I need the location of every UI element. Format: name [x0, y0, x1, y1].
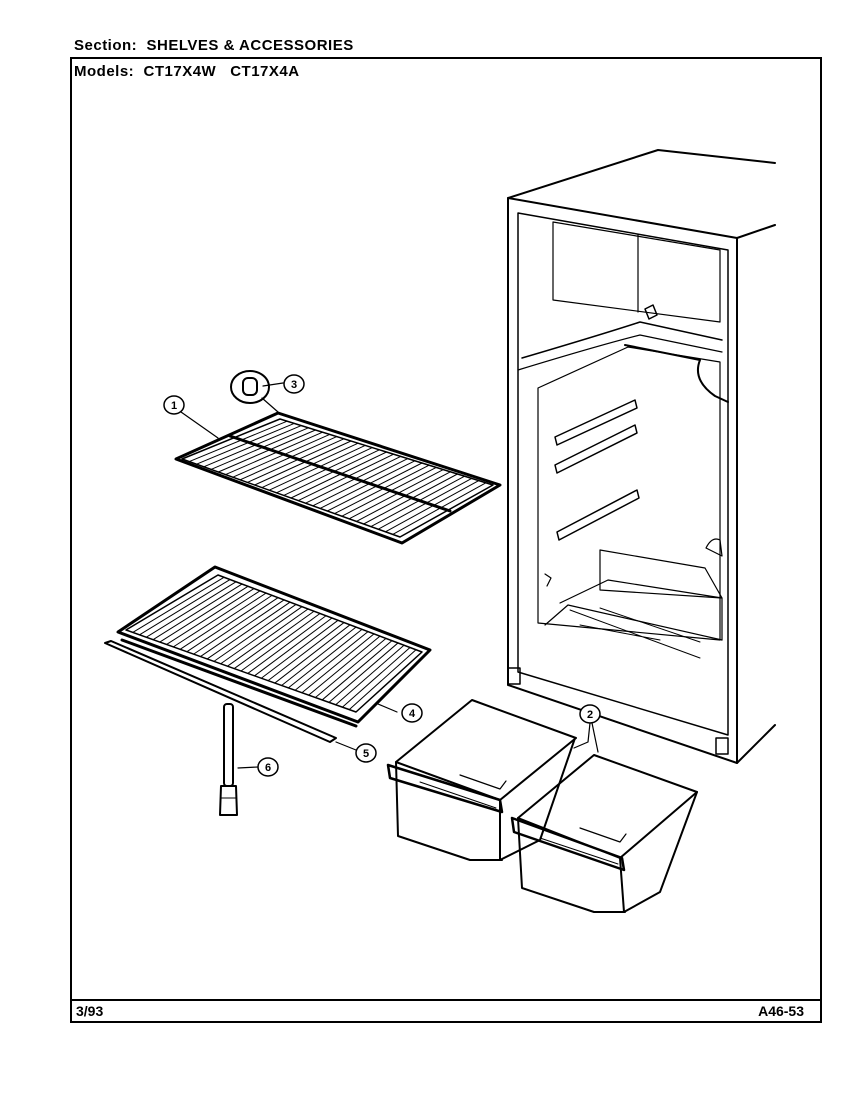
shelf-wire	[334, 464, 430, 515]
shelf-wire	[384, 480, 480, 533]
shelf-wire	[210, 427, 309, 470]
shelf-wire	[217, 429, 316, 473]
callout-circle	[283, 374, 305, 394]
shelf-wire	[274, 624, 351, 684]
shelf-wire	[199, 599, 285, 658]
refrigerator-cabinet	[507, 149, 776, 764]
callout-label-4: 4	[409, 708, 416, 720]
diagram-frame	[70, 57, 822, 1023]
shelf-wire	[321, 640, 393, 701]
shelf-wire	[186, 594, 273, 653]
shelf-wire	[132, 576, 225, 633]
shelf-wire	[370, 475, 466, 528]
shelf-wire	[283, 449, 380, 496]
shelf-wire	[312, 458, 409, 507]
shelf-wire	[232, 433, 331, 478]
shelf-wire	[377, 477, 473, 530]
shelf-wire	[193, 597, 279, 655]
shelf-wire	[348, 649, 417, 711]
footer-divider	[70, 999, 822, 1001]
shelf-wire	[220, 606, 303, 665]
shelf-wire	[314, 637, 387, 699]
shelf-wire	[247, 615, 327, 674]
section-heading: Section: SHELVES & ACCESSORIES	[74, 37, 354, 54]
shelf-wire	[267, 622, 345, 682]
shelf-wire	[290, 451, 387, 499]
shelf-wire	[268, 444, 366, 491]
crisper-pan-right	[510, 754, 698, 913]
shelf-wire	[188, 420, 288, 463]
callout-label-2: 2	[587, 709, 593, 721]
shelf-wire	[281, 626, 357, 686]
callout-label-1: 1	[171, 400, 177, 412]
shelf-wire	[233, 610, 315, 670]
shelf-wire	[166, 588, 255, 645]
shelf-wire	[246, 438, 345, 483]
shelf-wire	[326, 462, 423, 512]
callout-circle	[257, 757, 279, 777]
shelf-wire	[226, 608, 309, 667]
shelf-wire	[341, 646, 411, 708]
section-label: Section:	[74, 37, 138, 54]
shelf-wire	[254, 440, 352, 486]
shelf-wire	[294, 631, 369, 691]
callout-circle	[579, 704, 601, 724]
shelf-wire	[363, 473, 458, 525]
callout-label-5: 5	[363, 748, 369, 760]
shelf-wire	[328, 642, 399, 703]
shelf-wire	[196, 422, 295, 465]
shelf-wire	[355, 471, 451, 522]
shelf-wire	[240, 613, 321, 672]
shelf-wire	[287, 628, 363, 689]
shelf-wire	[319, 460, 416, 509]
models-value: CT17X4W CT17X4A	[143, 63, 300, 80]
shelf-wire	[297, 453, 395, 502]
shelf-wire	[225, 431, 324, 476]
shelf-wire	[335, 644, 405, 706]
shelf-wire	[172, 590, 261, 648]
shelf-wire	[239, 436, 338, 481]
shelf-wire	[301, 633, 375, 694]
shelf-wire	[275, 447, 373, 494]
models-label: Models:	[74, 63, 135, 80]
page-code: A46-53	[758, 1003, 804, 1019]
callout-leaders	[180, 382, 599, 769]
crisper-cover-part	[116, 565, 432, 728]
shelf-wire	[139, 579, 231, 636]
shelf-wire	[254, 617, 333, 677]
shelf-wire	[179, 592, 267, 650]
shelf-wire	[305, 455, 402, 504]
shelf-wire	[203, 425, 302, 468]
section-value: SHELVES & ACCESSORIES	[146, 37, 354, 54]
callout-circle	[401, 703, 423, 723]
crisper-pan-left	[386, 699, 577, 861]
revision-date: 3/93	[76, 1003, 104, 1019]
shelf-wire	[261, 442, 359, 489]
shelf-wire	[145, 581, 237, 638]
support-rod-part	[219, 703, 238, 816]
shelf-wire	[392, 482, 487, 535]
shelf-wire	[348, 469, 444, 520]
end-cap-part	[230, 370, 270, 404]
callout-group: 1 2 3 4 5 6	[163, 374, 601, 777]
shelf-wire	[213, 603, 297, 662]
trim-strip-part	[104, 640, 337, 743]
shelf-wire	[341, 466, 437, 517]
shelf-wire	[152, 583, 243, 641]
shelf-wire	[206, 601, 291, 660]
shelf-wire	[260, 619, 339, 679]
models-heading: Models: CT17X4W CT17X4A	[74, 63, 300, 80]
callout-label-6: 6	[265, 762, 271, 774]
shelf-wire	[159, 585, 249, 643]
callout-circle	[355, 743, 377, 763]
callout-circle	[163, 395, 185, 415]
callout-label-3: 3	[291, 379, 297, 391]
wire-shelf-part	[174, 411, 502, 545]
shelf-wire	[308, 635, 381, 696]
